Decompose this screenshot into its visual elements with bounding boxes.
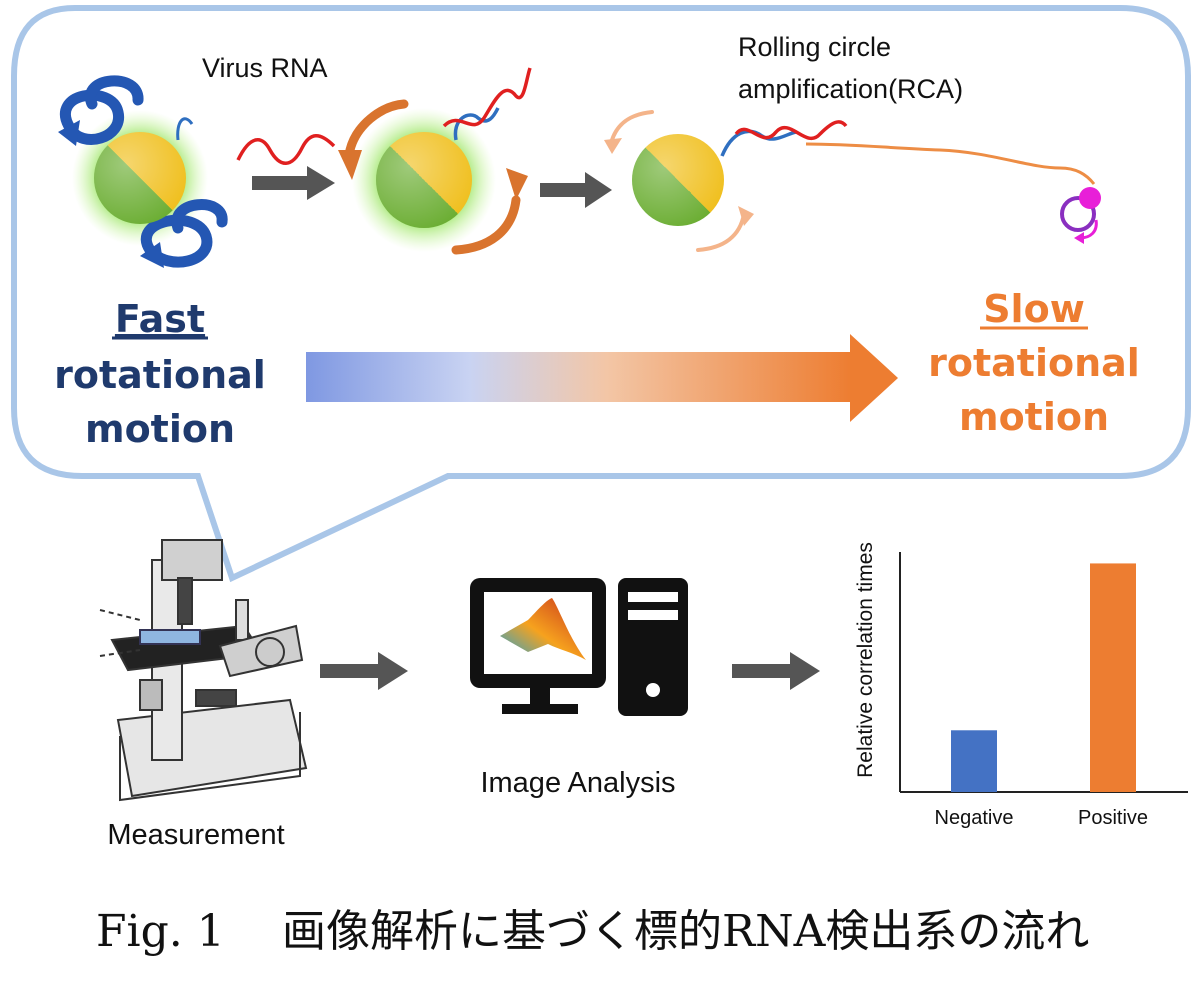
helix-rotation-icon: [60, 75, 228, 268]
virus-rna-strand: [236, 134, 336, 165]
image-analysis-label: Image Analysis: [480, 767, 675, 799]
arrow-1: [252, 166, 335, 200]
bead-with-bound-rna: [338, 67, 532, 255]
matlab-logo-icon: [500, 598, 586, 660]
fast-motion-label: Fast rotational motion: [54, 297, 266, 451]
microscope-icon: [99, 539, 308, 802]
fast-word: Fast: [115, 297, 205, 341]
y-axis-label: Relative correlation times: [854, 542, 877, 778]
bead-with-aptamer-fast: [58, 75, 228, 268]
bead-with-rca-product: [604, 110, 1096, 252]
fast-motion-word: motion: [85, 407, 235, 451]
rotation-arrows-icon: [345, 99, 521, 255]
caption-text: 画像解析に基づく標的RNA検出系の流れ: [282, 906, 1089, 957]
speech-bubble: [11, 5, 1191, 583]
arrow-4: [732, 652, 820, 690]
fast-rotational-word: rotational: [54, 353, 266, 397]
computer-icon: [470, 578, 688, 716]
rca-label-line2: amplification(RCA): [738, 74, 963, 104]
figure-caption: Fig. 1 画像解析に基づく標的RNA検出系の流れ: [96, 906, 1089, 957]
rca-label-line1: Rolling circle: [738, 32, 891, 62]
x-tick-label-negative: Negative: [935, 807, 1014, 829]
slow-rotational-word: rotational: [928, 341, 1140, 385]
bar-negative: [951, 730, 997, 792]
arrow-2: [540, 172, 612, 208]
bar-positive: [1090, 563, 1136, 792]
x-tick-label-positive: Positive: [1078, 807, 1148, 829]
rotation-speed-gradient-arrow: [306, 334, 898, 422]
polymerase-icon: [1060, 187, 1101, 244]
slow-motion-word: motion: [959, 395, 1109, 439]
slow-motion-label: Slow rotational motion: [928, 287, 1140, 439]
arrow-3: [320, 652, 408, 690]
virus-rna-label: Virus RNA: [202, 53, 328, 83]
bar-chart: Relative correlation times Negative Posit…: [854, 542, 1188, 829]
measurement-label: Measurement: [107, 819, 284, 851]
figure-number: Fig. 1: [96, 906, 225, 957]
slow-word: Slow: [983, 287, 1085, 331]
